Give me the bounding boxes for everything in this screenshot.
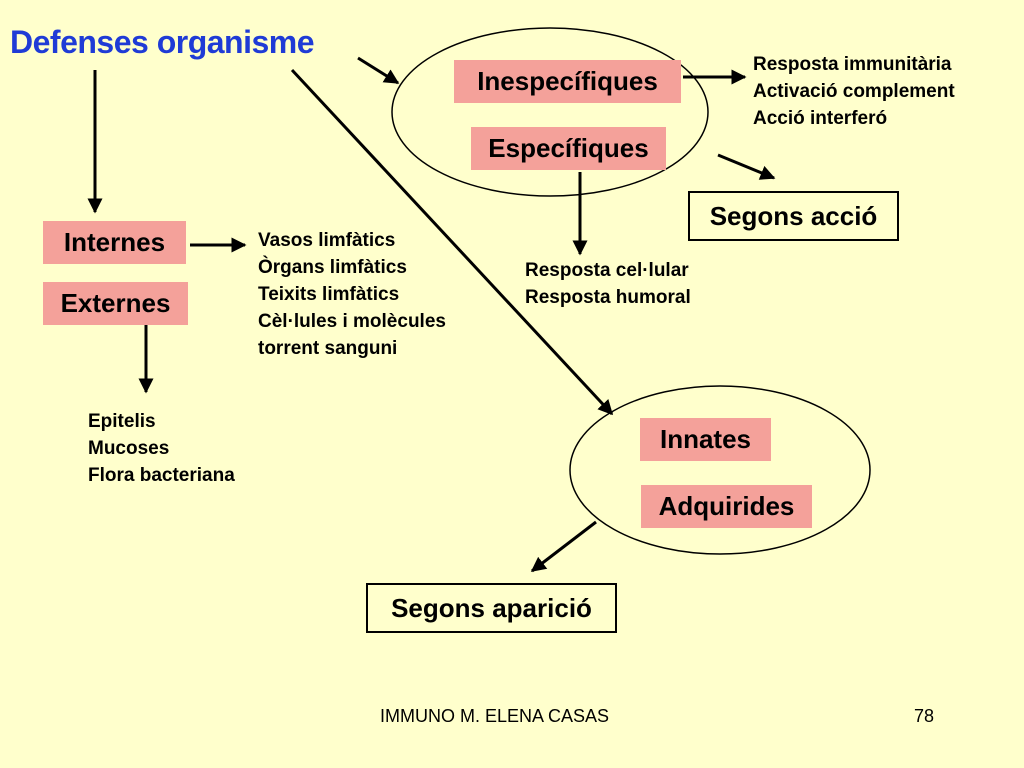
arrow-ellipse-to-segons-accio <box>717 153 776 180</box>
diagram-title: Defenses organisme <box>10 24 315 60</box>
list-item: Cèl·lules i molècules <box>258 311 446 332</box>
list-especifiques: Resposta cel·lular Resposta humoral <box>525 257 691 311</box>
node-segons-aparicio: Segons aparició <box>366 583 617 633</box>
node-internes: Internes <box>43 221 186 264</box>
node-segons-accio: Segons acció <box>688 191 899 241</box>
list-item: Resposta immunitària <box>753 54 952 75</box>
node-especifiques: Específiques <box>471 127 666 170</box>
list-item: Resposta humoral <box>525 287 691 308</box>
list-item: Acció interferó <box>753 108 888 129</box>
list-item: Epitelis <box>88 411 156 432</box>
list-item: Resposta cel·lular <box>525 260 689 281</box>
arrow-title-to-innates <box>290 68 614 416</box>
ellipse-appearance <box>569 385 871 555</box>
arrow-ellipse-to-segons-aparicio <box>530 520 597 573</box>
list-item: Activació complement <box>753 81 955 102</box>
list-item: Teixits limfàtics <box>258 284 400 305</box>
list-inespecifiques: Resposta immunitària Activació complemen… <box>753 51 955 132</box>
arrow-title-to-inespecifiques <box>357 56 400 85</box>
footer-page-number: 78 <box>914 706 935 726</box>
list-item: Òrgans limfàtics <box>258 257 407 278</box>
list-externes: Epitelis Mucoses Flora bacteriana <box>88 408 235 489</box>
node-externes: Externes <box>43 282 188 325</box>
node-inespecifiques: Inespecífiques <box>454 60 681 103</box>
list-item: Vasos limfàtics <box>258 230 396 251</box>
list-item: torrent sanguni <box>258 338 398 359</box>
ellipse-specificity <box>391 27 709 197</box>
node-adquirides: Adquirides <box>641 485 812 528</box>
list-item: Flora bacteriana <box>88 465 235 486</box>
footer-author: IMMUNO M. ELENA CASAS <box>380 706 610 726</box>
list-item: Mucoses <box>88 438 170 459</box>
list-internes: Vasos limfàtics Òrgans limfàtics Teixits… <box>258 227 446 362</box>
node-innates: Innates <box>640 418 771 461</box>
